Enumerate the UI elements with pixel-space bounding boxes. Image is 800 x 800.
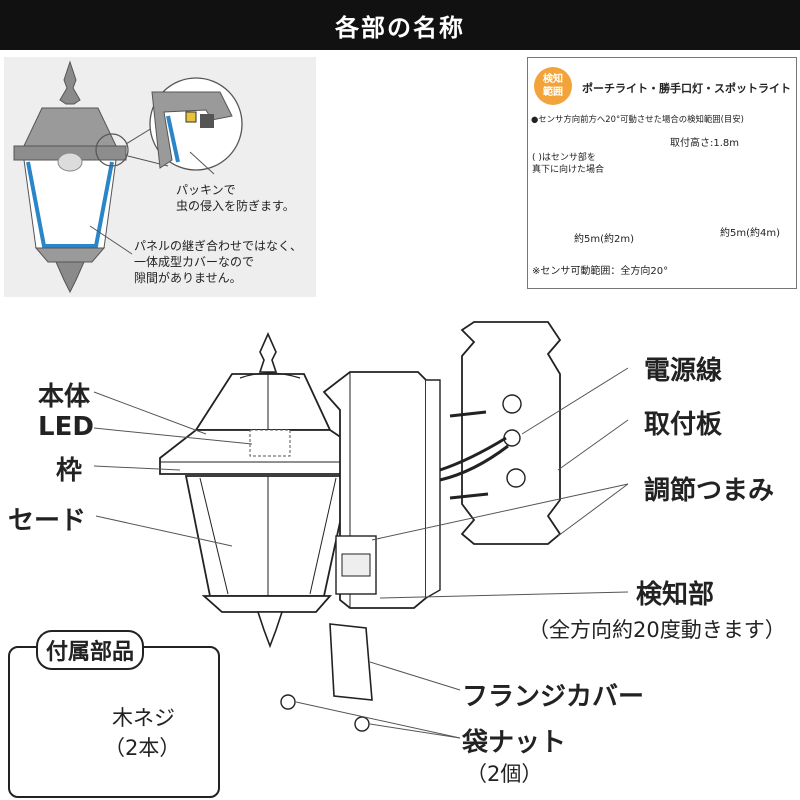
main-fixture-illustration xyxy=(159,321,562,732)
badge-line1: 検知 xyxy=(543,74,563,85)
panel-note-line2: 一体成型カバーなので xyxy=(134,255,255,269)
leader-lines xyxy=(93,367,629,739)
label-knob: 調節つまみ xyxy=(644,476,775,506)
mount-height-label: 取付高さ:1.8m xyxy=(670,138,740,149)
badge-line2: 範囲 xyxy=(543,87,563,98)
detection-range-badge: 検知 範囲 xyxy=(534,67,572,105)
packing-note-line2: 虫の侵入を防ぎます。 xyxy=(176,199,295,213)
page-title: 各部の名称 xyxy=(0,0,800,50)
label-sensor: 検知部 xyxy=(636,580,715,610)
paren-note-line2: 真下に向けた場合 xyxy=(532,165,605,175)
packing-note: パッキンで 虫の侵入を防ぎます。 xyxy=(176,182,295,214)
sensor-range-subtitle: ●センサ方向前方へ20°可動させた場合の検知範囲(目安) xyxy=(531,114,744,124)
page-title-text: 各部の名称 xyxy=(335,13,465,42)
sensor-range-panel xyxy=(527,57,797,289)
paren-note: ( )はセンサ部を 真下に向けた場合 xyxy=(532,152,604,176)
accessories-title: 付属部品 xyxy=(36,630,145,670)
sensor-footnote: ※センサ可動範囲：全方向20° xyxy=(532,266,669,277)
panel-note-line1: パネルの継ぎ合わせではなく、 xyxy=(134,239,303,253)
label-led: LED xyxy=(38,412,94,442)
dimension-left-label: 約5m(約2m) xyxy=(574,234,635,245)
label-frame: 枠 xyxy=(56,456,83,486)
packing-note-line1: パッキンで xyxy=(176,183,236,197)
wood-screw-qty: （2本） xyxy=(104,736,181,760)
paren-note-line1: ( )はセンサ部を xyxy=(532,153,596,163)
label-flange-cover: フランジカバー xyxy=(462,682,645,712)
wood-screw-label: 木ネジ xyxy=(112,706,175,730)
accessories-box xyxy=(8,646,220,798)
label-body: 本体 xyxy=(38,382,91,412)
label-cap-nut: 袋ナット xyxy=(462,728,567,758)
sensor-range-title: ポーチライト・勝手口灯・スポットライト xyxy=(582,82,791,95)
label-power-line: 電源線 xyxy=(644,356,723,386)
label-shade: セード xyxy=(8,506,87,536)
panel-note: パネルの継ぎ合わせではなく、 一体成型カバーなので 隙間がありません。 xyxy=(134,238,302,286)
panel-note-line3: 隙間がありません。 xyxy=(134,271,242,285)
label-sensor-note: （全方向約20度動きます） xyxy=(528,618,786,642)
lamp-cross-section-illustration xyxy=(13,60,243,294)
label-cap-nut-qty: （2個） xyxy=(466,762,543,786)
label-mount-plate: 取付板 xyxy=(644,410,723,440)
dimension-right-label: 約5m(約4m) xyxy=(720,228,781,239)
